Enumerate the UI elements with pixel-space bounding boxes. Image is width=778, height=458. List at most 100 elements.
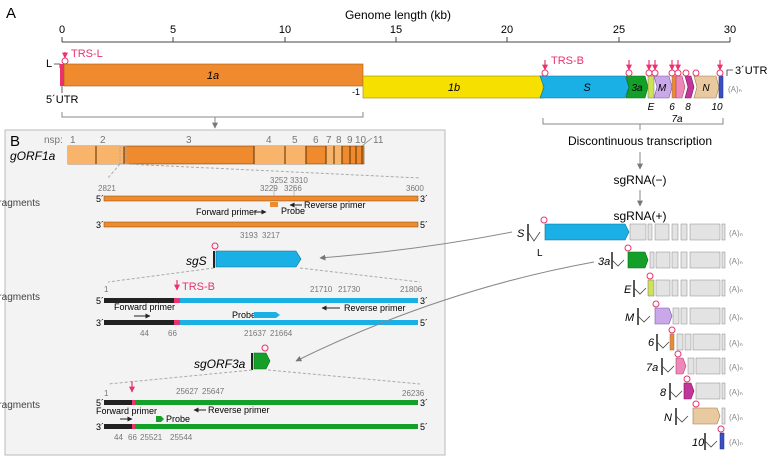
utr3-label: 3´UTR xyxy=(735,65,767,77)
sgrna-label-3a: 3a xyxy=(598,256,610,268)
axis-tick-10: 10 xyxy=(279,24,291,36)
orf1a-start: 2821 xyxy=(98,184,116,193)
sgorf3a-bar xyxy=(253,352,271,370)
axis-tick-30: 30 xyxy=(724,24,736,36)
gorf1a-title: gORF1a xyxy=(10,149,56,163)
sgs-mark-21710: 21710 xyxy=(310,285,333,294)
orf1a-mark-3252: 3252 xyxy=(270,176,288,185)
sgrna-poly-a: (A)ₙ xyxy=(729,438,743,447)
orf1a-mark-3310: 3310 xyxy=(290,176,308,185)
sgs-end: 21806 xyxy=(400,285,423,294)
nsp-2: 2 xyxy=(100,135,106,146)
orf1a-reverse-primer: Reverse primer xyxy=(304,200,366,210)
orf7a-label: 7a xyxy=(671,114,683,125)
panel-b-label: B xyxy=(10,133,20,150)
nsp-9: 9 xyxy=(347,135,353,146)
gorf1a-bar xyxy=(67,137,373,165)
sgorf3a-probe-label: Probe xyxy=(166,414,190,424)
sgrna-poly-a: (A)ₙ xyxy=(729,229,743,238)
nsp-10: 10 xyxy=(355,135,367,146)
nsp-8: 8 xyxy=(336,135,342,146)
frameshift-label: -1 xyxy=(352,87,360,97)
sgrna-label-s: S xyxy=(517,228,525,240)
sgorf3a-mark-25521: 25521 xyxy=(140,433,163,442)
leader-label: L xyxy=(46,58,52,70)
sgs-bar xyxy=(215,250,302,268)
sgs-title: sgS xyxy=(186,254,207,268)
sgrna-label-7a: 7a xyxy=(646,362,658,374)
nsp-4: 4 xyxy=(266,135,272,146)
sgorf3a-mark-25647: 25647 xyxy=(202,387,225,396)
nsp-5: 5 xyxy=(292,135,298,146)
orf3a-label: 3a xyxy=(631,83,643,94)
sgorf3a-strand-3-bottom: 3´ xyxy=(96,422,104,432)
strand-3-top: 3´ xyxy=(420,194,428,204)
sgs-mark-21730: 21730 xyxy=(338,285,361,294)
flow-sgrna-minus: sgRNA(−) xyxy=(613,173,666,187)
sgrna-label-8: 8 xyxy=(660,387,667,399)
orf1a-forward-primer: Forward primer xyxy=(196,207,257,217)
nsp-1: 1 xyxy=(70,135,76,146)
sgorf3a-mark-66: 66 xyxy=(128,433,137,442)
strand-5-bottom: 5´ xyxy=(420,220,428,230)
orf1a-mark-3229: 3229 xyxy=(260,184,278,193)
sgs-probe xyxy=(254,312,280,318)
genome-axis: 0 5 10 15 20 25 30 xyxy=(59,24,736,43)
orf1a-probe-label: Probe xyxy=(281,206,305,216)
nsp-3: 3 xyxy=(186,135,192,146)
orf7a-block xyxy=(675,75,686,99)
sgorf3a-end: 26236 xyxy=(402,389,425,398)
sgs-strand-3-bottom: 3´ xyxy=(96,318,104,328)
sgorf3a-reverse-primer: Reverse primer xyxy=(208,405,270,415)
sgrna-list: S L (A)ₙ 3a (A)ₙ E xyxy=(517,216,743,450)
sgorf3a-start: 1 xyxy=(104,389,109,398)
axis-tick-25: 25 xyxy=(613,24,625,36)
axis-tick-20: 20 xyxy=(501,24,513,36)
e-gene-block xyxy=(647,75,655,99)
axis-tick-5: 5 xyxy=(170,24,176,36)
axis-tick-0: 0 xyxy=(59,24,65,36)
orf1a-fragment-label: Gene fragments xyxy=(0,198,40,209)
sgorf3a-mark-44: 44 xyxy=(114,433,123,442)
genome-poly-a: (A)ₙ xyxy=(728,85,742,94)
sgrna-leader-label: L xyxy=(537,248,543,259)
nsp-label: nsp: xyxy=(44,135,63,146)
sgrna-label-n: N xyxy=(664,412,672,424)
orf6-block xyxy=(671,75,677,99)
s-gene-block xyxy=(539,75,630,99)
sgs-mark-21664: 21664 xyxy=(270,329,293,338)
sgs-strand-5-bottom: 5´ xyxy=(420,318,428,328)
orf1a-probe xyxy=(270,202,278,207)
connector-3a xyxy=(295,261,595,362)
sgs-probe-label: Probe xyxy=(232,310,256,320)
sgrna-poly-a: (A)ₙ xyxy=(729,285,743,294)
sgrna-poly-a: (A)ₙ xyxy=(729,339,743,348)
n-gene-label: N xyxy=(702,83,710,94)
orf1b-block xyxy=(362,75,544,99)
orf8-block xyxy=(684,75,695,99)
n-gene-block xyxy=(693,75,720,99)
sgs-strand-5-top: 5´ xyxy=(96,296,104,306)
sgrna-label-6: 6 xyxy=(648,337,655,349)
genome-map: L TRS-L 1a -1 1b S TRS-B 3a E M 6 xyxy=(46,48,767,129)
sgrna-label-e: E xyxy=(624,284,632,296)
sgorf3a-strand-5-top: 5´ xyxy=(96,398,104,408)
orf6-label: 6 xyxy=(669,102,675,113)
sgorf3a-mark-25544: 25544 xyxy=(170,433,193,442)
sgorf3a-title: sgORF3a xyxy=(194,357,246,371)
sgorf3a-strand-5-bottom: 5´ xyxy=(420,422,428,432)
sgrna-poly-a: (A)ₙ xyxy=(729,257,743,266)
utr5-label: 5´UTR xyxy=(46,94,78,106)
sgs-start: 1 xyxy=(104,285,109,294)
orf1a-mark-3193: 3193 xyxy=(240,231,258,240)
orf3a-block xyxy=(625,75,649,99)
sgrna-poly-a: (A)ₙ xyxy=(729,363,743,372)
sgrna-label-m: M xyxy=(625,312,635,324)
orf1a-mark-3217: 3217 xyxy=(262,231,280,240)
strand-5-top: 5´ xyxy=(96,194,104,204)
sgrna-label-10: 10 xyxy=(692,437,705,449)
sgs-forward-primer: Forward primer xyxy=(114,302,175,312)
sgorf3a-fragment-label: Gene fragments xyxy=(0,400,40,411)
orf1a-block xyxy=(63,63,364,87)
